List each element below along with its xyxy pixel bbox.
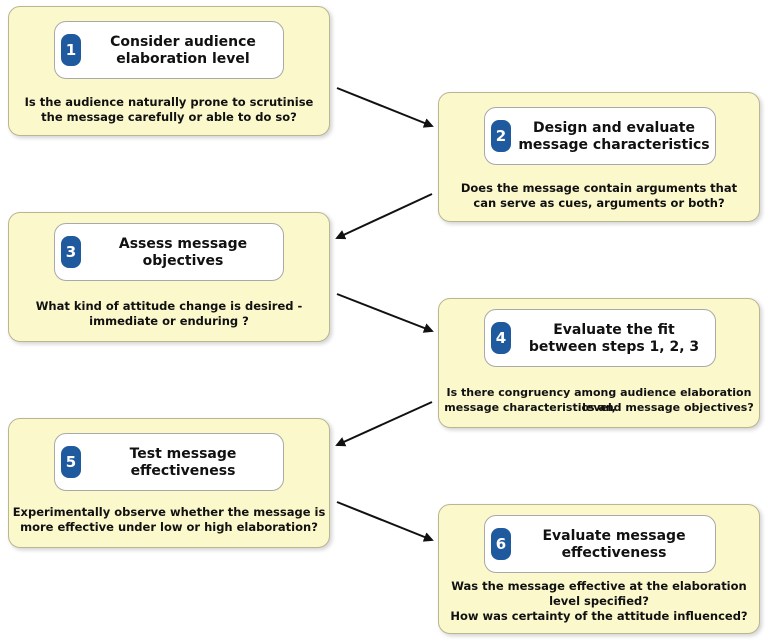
- step-3-title-line1: Assess message: [118, 236, 248, 252]
- step-2-desc-line2: can serve as cues, arguments or both?: [473, 196, 725, 210]
- step-6-title-line1: Evaluate message: [542, 528, 686, 544]
- step-1-desc-line1: Is the audience naturally prone to scrut…: [24, 95, 314, 109]
- arrow-1-to-2: [336, 87, 434, 128]
- step-5-badge: 5: [61, 446, 81, 478]
- step-4-desc-line2: message characteristics and message obje…: [444, 401, 754, 414]
- step-6-desc-line1: Was the message effective at the elabora…: [451, 579, 747, 593]
- step-1-card: 1 Consider audience elaboration level Is…: [8, 6, 330, 136]
- step-2-card: 2 Design and evaluate message characteri…: [438, 92, 760, 222]
- step-6-badge: 6: [491, 528, 511, 560]
- step-5-title-line2: effectiveness: [130, 463, 236, 479]
- step-1-desc-line2: the message carefully or able to do so?: [41, 110, 297, 124]
- arrow-5-to-6: [336, 501, 434, 542]
- step-3-title-line2: objectives: [142, 253, 224, 269]
- step-3-desc-line2: immediate or enduring ?: [89, 314, 249, 328]
- step-1-title-box: 1 Consider audience elaboration level: [54, 21, 284, 79]
- step-2-title-line1: Design and evaluate: [533, 120, 695, 136]
- step-2-title-box: 2 Design and evaluate message characteri…: [484, 107, 716, 165]
- arrow-3-to-4: [336, 293, 434, 333]
- step-4-desc-line1: Is there congruency among audience elabo…: [446, 386, 752, 414]
- step-3-desc-line1: What kind of attitude change is desired …: [35, 299, 303, 313]
- step-3-badge: 3: [61, 236, 81, 268]
- step-1-badge: 1: [61, 34, 81, 66]
- step-5-title-line1: Test message: [129, 446, 237, 462]
- step-2-title-line2: message characteristics: [518, 137, 710, 153]
- step-6-desc-line3: How was certainty of the attitude influe…: [450, 609, 748, 623]
- step-6-title-box: 6 Evaluate message effectiveness: [484, 515, 716, 573]
- step-6-card: 6 Evaluate message effectiveness Was the…: [438, 504, 760, 634]
- step-4-title-line2: between steps 1, 2, 3: [528, 339, 700, 355]
- step-2-badge: 2: [491, 120, 511, 152]
- step-5-card: 5 Test message effectiveness Experimenta…: [8, 418, 330, 548]
- step-6-desc-line2: level specified?: [549, 594, 649, 608]
- step-5-title-box: 5 Test message effectiveness: [54, 433, 284, 491]
- step-1-title-line2: elaboration level: [116, 51, 250, 67]
- step-4-badge: 4: [491, 322, 511, 354]
- step-3-title-box: 3 Assess message objectives: [54, 223, 284, 281]
- step-4-title-line1: Evaluate the fit: [553, 322, 675, 338]
- arrow-4-to-5: [335, 401, 433, 447]
- arrow-2-to-3: [335, 193, 433, 240]
- step-2-desc-line1: Does the message contain arguments that: [460, 181, 738, 195]
- step-6-title-line2: effectiveness: [561, 545, 667, 561]
- step-3-card: 3 Assess message objectives What kind of…: [8, 212, 330, 342]
- step-1-title-line1: Consider audience: [110, 34, 256, 50]
- step-5-desc-line1: Experimentally observe whether the messa…: [12, 505, 326, 519]
- step-4-card: 4 Evaluate the fit between steps 1, 2, 3…: [438, 298, 760, 428]
- step-5-desc-line2: more effective under low or high elabora…: [20, 520, 318, 534]
- step-4-title-box: 4 Evaluate the fit between steps 1, 2, 3: [484, 309, 716, 367]
